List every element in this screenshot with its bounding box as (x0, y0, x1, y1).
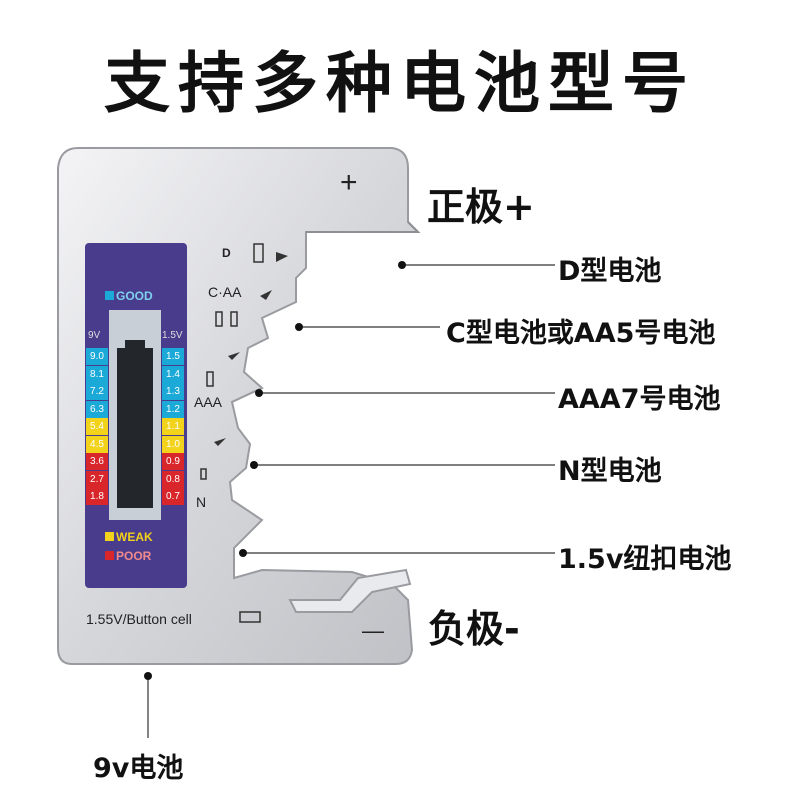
d-battery-label: D型电池 (558, 256, 662, 287)
poor-label: POOR (116, 549, 152, 563)
aaa-battery-label: AAA7号电池 (558, 384, 721, 415)
scale-right-cell: 0.8 (162, 470, 184, 488)
button-cell-label: 1.5v纽扣电池 (558, 544, 732, 575)
minus-mark: — (362, 618, 384, 643)
scale-left-cell: 1.8 (86, 488, 108, 505)
scale-right-header: 1.5V (162, 330, 183, 341)
scale-left-cell: 9.0 (86, 348, 108, 365)
nine-v-battery-label: 9v电池 (93, 753, 184, 784)
weak-label: WEAK (116, 530, 153, 544)
plus-mark: + (340, 166, 358, 199)
scale-left-cell: 7.2 (86, 383, 108, 400)
scale-left-cell: 5.4 (86, 418, 108, 435)
scale-left-cell: 2.7 (86, 470, 108, 488)
button-cell-text: 1.55V/Button cell (86, 611, 192, 627)
slot-aaa-label: AAA (194, 394, 223, 410)
scale-right-cell: 1.5 (162, 348, 184, 365)
scale-right-cell: 0.9 (162, 453, 184, 470)
n-battery-label: N型电池 (558, 456, 662, 487)
scale-left-cell: 6.3 (86, 400, 108, 418)
scale-left-cell: 8.1 (86, 365, 108, 383)
scale-right-cell: 0.7 (162, 488, 184, 505)
scale-right-cell: 1.4 (162, 365, 184, 383)
slot-d-label: D (222, 246, 231, 260)
button-cell-clip (288, 568, 412, 613)
scale-left-cell: 3.6 (86, 453, 108, 470)
scale-right-cell: 1.0 (162, 435, 184, 453)
slot-caa-label: C·AA (208, 284, 242, 300)
scale-left-cell: 4.5 (86, 435, 108, 453)
slot-n-label: N (196, 494, 207, 510)
good-label: GOOD (116, 289, 153, 303)
positive-label: 正极+ (427, 185, 535, 229)
scale-right-cell: 1.3 (162, 383, 184, 400)
scale-right-cell: 1.2 (162, 400, 184, 418)
c-aa-battery-label: C型电池或AA5号电池 (446, 318, 716, 349)
scale-left-header: 9V (88, 330, 101, 341)
page-title: 支持多种电池型号 (104, 45, 696, 122)
scale-right-cell: 1.1 (162, 418, 184, 435)
negative-label: 负极- (428, 607, 520, 651)
